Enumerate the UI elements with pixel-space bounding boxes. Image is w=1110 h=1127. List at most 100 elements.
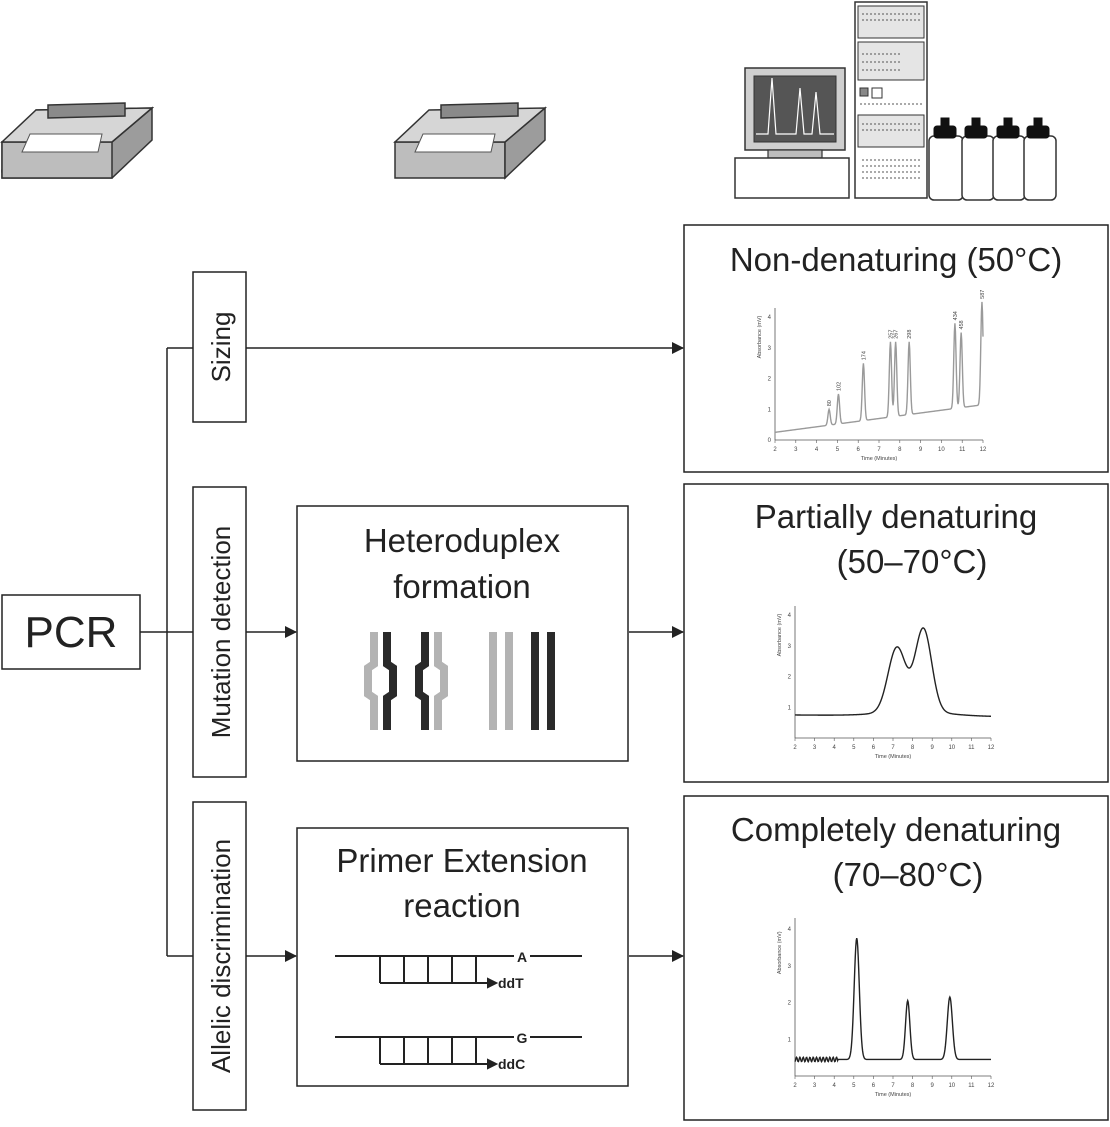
x-tick-label: 7: [891, 745, 895, 751]
y-tick-label: 4: [788, 927, 792, 933]
hplc-system-icon: [734, 1, 1057, 201]
mutation-branch-box: Mutation detection: [192, 486, 247, 778]
primer-extension-title-line2: reaction: [403, 887, 520, 924]
x-tick-label: 4: [833, 1083, 837, 1089]
partially-title-line2: (50–70°C): [837, 543, 988, 580]
x-tick-label: 11: [959, 447, 966, 453]
ddnt-label-2: ddC: [498, 1056, 525, 1072]
peak-label: 298: [907, 330, 913, 339]
y-tick-label: 0: [768, 438, 772, 444]
x-tick-label: 4: [833, 745, 837, 751]
y-tick-label: 1: [768, 407, 772, 413]
x-tick-label: 12: [988, 1083, 995, 1089]
peak-label: 80: [827, 400, 833, 406]
chromatogram-trace: [774, 301, 984, 434]
template-base-1: A: [517, 949, 527, 965]
peak-label: 102: [836, 382, 842, 391]
y-axis-label: Absorbance (mV): [777, 613, 783, 656]
x-axis-label: Time (Minutes): [875, 754, 912, 760]
x-tick-label: 7: [877, 447, 881, 453]
heteroduplex-title-line2: formation: [393, 568, 531, 605]
non-denaturing-title: Non-denaturing (50°C): [730, 241, 1062, 278]
thermal-cycler-icon-2: [393, 102, 548, 180]
connector-lines: [140, 342, 684, 962]
dna-strands-graphic: [364, 632, 555, 730]
pcr-box: PCR: [1, 594, 141, 670]
y-tick-label: 3: [788, 644, 792, 650]
peak-label: 458: [959, 320, 965, 329]
completely-title-line1: Completely denaturing: [731, 811, 1061, 848]
primer-extension-graphic-2: [335, 1036, 582, 1070]
x-tick-label: 7: [891, 1083, 895, 1089]
x-tick-label: 3: [813, 1083, 817, 1089]
x-tick-label: 2: [793, 1083, 797, 1089]
ddnt-label-1: ddT: [498, 975, 524, 991]
mutation-branch-label: Mutation detection: [206, 526, 236, 738]
x-tick-label: 3: [813, 745, 817, 751]
y-axis-label: Absorbance (mV): [757, 315, 763, 358]
sizing-branch-box: Sizing: [192, 271, 247, 423]
x-tick-label: 5: [852, 745, 856, 751]
y-tick-label: 3: [788, 964, 792, 970]
y-tick-label: 4: [768, 315, 772, 321]
x-axis-label: Time (Minutes): [861, 456, 898, 462]
x-tick-label: 11: [968, 1083, 975, 1089]
x-tick-label: 5: [852, 1083, 856, 1089]
x-tick-label: 11: [968, 745, 975, 751]
x-tick-label: 6: [857, 447, 861, 453]
y-tick-label: 2: [788, 675, 792, 681]
thermal-cycler-icon-1: [0, 102, 155, 179]
peak-label: 174: [861, 351, 867, 360]
x-tick-label: 9: [931, 745, 935, 751]
y-tick-label: 4: [788, 613, 792, 619]
x-tick-label: 12: [988, 745, 995, 751]
x-tick-label: 10: [948, 1083, 955, 1089]
completely-title-line2: (70–80°C): [833, 856, 984, 893]
y-tick-label: 3: [768, 346, 772, 352]
x-tick-label: 8: [911, 1083, 915, 1089]
x-tick-label: 10: [948, 745, 955, 751]
x-tick-label: 8: [898, 447, 902, 453]
allelic-branch-label: Allelic discrimination: [206, 839, 236, 1073]
peak-label: 434: [953, 311, 959, 320]
pcr-label: PCR: [25, 608, 118, 657]
x-axis-label: Time (Minutes): [875, 1092, 912, 1098]
peak-label: 267: [894, 330, 900, 339]
y-tick-label: 2: [788, 1001, 792, 1007]
peak-label: 257: [888, 330, 894, 339]
chromatogram-trace: [794, 627, 992, 717]
x-tick-label: 6: [872, 1083, 876, 1089]
heteroduplex-box: Heteroduplex formation: [296, 505, 629, 762]
y-tick-label: 1: [788, 705, 792, 711]
x-tick-label: 9: [931, 1083, 935, 1089]
x-tick-label: 12: [980, 447, 987, 453]
x-tick-label: 4: [815, 447, 819, 453]
allelic-branch-box: Allelic discrimination: [192, 801, 247, 1111]
x-tick-label: 6: [872, 745, 876, 751]
x-tick-label: 5: [836, 447, 840, 453]
y-tick-label: 1: [788, 1037, 792, 1043]
chromatogram-trace: [794, 938, 991, 1064]
x-tick-label: 3: [794, 447, 798, 453]
sizing-branch-label: Sizing: [206, 312, 236, 383]
x-tick-label: 9: [919, 447, 923, 453]
primer-extension-title-line1: Primer Extension: [336, 842, 587, 879]
x-tick-label: 2: [793, 745, 797, 751]
heteroduplex-title-line1: Heteroduplex: [364, 522, 561, 559]
primer-extension-graphic-1: [335, 955, 582, 989]
completely-denaturing-panel: Completely denaturing (70–80°C) 2 3 4 5 6 7 8 9…: [683, 795, 1109, 1121]
partially-title-line1: Partially denaturing: [755, 498, 1038, 535]
x-tick-label: 10: [938, 447, 945, 453]
y-axis-label: Absorbance (mV): [777, 931, 783, 974]
x-tick-label: 2: [773, 447, 777, 453]
primer-extension-box: Primer Extension reaction A ddT G: [296, 827, 629, 1087]
template-base-2: G: [517, 1030, 528, 1046]
y-tick-label: 2: [768, 377, 772, 383]
peak-label: 587: [980, 290, 986, 299]
